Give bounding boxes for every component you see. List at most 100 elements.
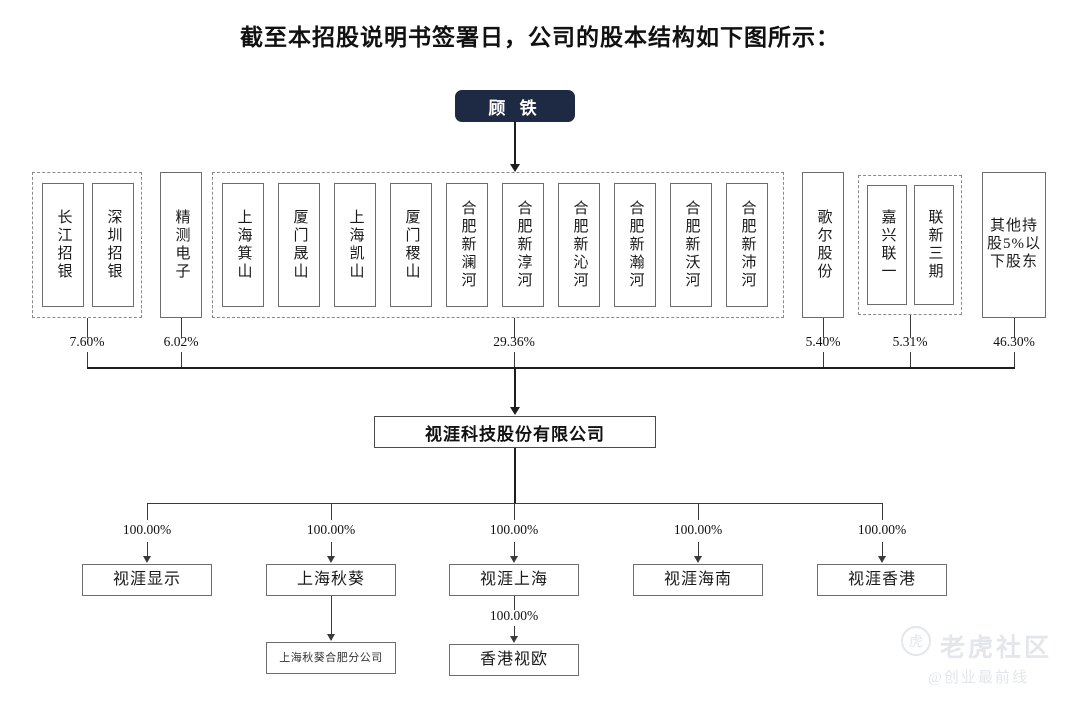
shareholder-box-jiaxing-lianyi[interactable]: 嘉兴联一 (867, 185, 907, 305)
shareholder-label: 合肥新淳河 (515, 200, 532, 290)
shareholder-label: 深圳招银 (105, 209, 122, 281)
shareholder-box-hefei-xinpeihe[interactable]: 合肥新沛河 (726, 183, 768, 307)
drop-second-2 (514, 626, 515, 640)
arrow-sub-1-icon (143, 556, 151, 563)
shareholder-label: 其他持股5%以下股东 (987, 218, 1041, 270)
shareholder-group-lianyi (858, 175, 962, 315)
percent-sub-4: 100.00% (673, 522, 723, 537)
shareholder-box-goertek[interactable]: 歌尔股份 (802, 172, 844, 318)
arrow-second-2-icon (510, 636, 518, 643)
controller-connector (514, 122, 516, 170)
shareholder-box-xiamen-jishan[interactable]: 厦门稷山 (390, 183, 432, 307)
percent-sub-5: 100.00% (857, 522, 907, 537)
shareholder-box-jingce-dianzi[interactable]: 精测电子 (160, 172, 202, 318)
shareholder-box-hefei-xinwohe[interactable]: 合肥新沃河 (670, 183, 712, 307)
shareholder-label: 上海箕山 (235, 209, 252, 281)
drop-others (1014, 352, 1015, 368)
shareholder-box-hefei-xinchunhe[interactable]: 合肥新淳河 (502, 183, 544, 307)
subsidiary-trunk (514, 448, 516, 503)
drop-platforms (514, 352, 515, 368)
controller-node[interactable]: 顾 铁 (455, 90, 575, 122)
percent-platforms: 29.36% (493, 334, 535, 349)
stem-sub-1 (147, 503, 148, 520)
drop-sub-5 (882, 542, 883, 560)
second-level-box-qiukui-hefei-branch[interactable]: 上海秋葵合肥分公司 (266, 642, 396, 674)
arrow-sub-4-icon (694, 556, 702, 563)
drop-sub-3 (514, 542, 515, 560)
subsidiary-box-shiya-shanghai[interactable]: 视涯上海 (449, 564, 579, 596)
shareholder-group-controller-platforms (212, 172, 784, 318)
shareholder-box-hefei-xinlanhe[interactable]: 合肥新澜河 (446, 183, 488, 307)
percent-sub-3: 100.00% (489, 522, 539, 537)
percent-others: 46.30% (993, 334, 1035, 349)
percent-jingce: 6.02% (163, 334, 199, 349)
percent-sub-1: 100.00% (122, 522, 172, 537)
arrow-second-1-icon (327, 634, 335, 641)
percent-sub-2: 100.00% (306, 522, 356, 537)
shareholder-label: 合肥新澜河 (459, 200, 476, 290)
second-level-box-xianggang-shiou[interactable]: 香港视欧 (449, 644, 579, 676)
drop-sub-2 (331, 542, 332, 560)
shareholder-label: 联新三期 (926, 209, 943, 281)
shareholder-box-other-holders[interactable]: 其他持股5%以下股东 (982, 172, 1046, 318)
watermark-brand: 老虎社区 (940, 635, 1053, 662)
stem-jingce (181, 318, 182, 338)
drop-goertek (823, 352, 824, 368)
subsidiary-box-shiya-xianshi[interactable]: 视涯显示 (82, 564, 212, 596)
stem-second-2 (514, 596, 515, 610)
stem-zhaoyin (87, 318, 88, 338)
stem-lianyi (910, 315, 911, 338)
shareholder-box-hefei-xinhanhe[interactable]: 合肥新瀚河 (614, 183, 656, 307)
shareholder-label: 合肥新沁河 (571, 200, 588, 290)
shareholder-box-changjiang-zhaoyin[interactable]: 长江招银 (42, 183, 84, 307)
shareholder-label: 厦门晟山 (291, 209, 308, 281)
watermark-logo-icon: 虎 (901, 626, 931, 656)
stem-sub-5 (882, 503, 883, 520)
issuer-connector (514, 367, 516, 413)
drop-second-1 (331, 596, 332, 640)
stem-sub-3 (514, 503, 515, 520)
issuer-arrow-icon (510, 407, 520, 415)
shareholder-label: 合肥新沃河 (683, 200, 700, 290)
subsidiary-box-shanghai-qiukui[interactable]: 上海秋葵 (266, 564, 396, 596)
shareholder-box-xiamen-shengshan[interactable]: 厦门晟山 (278, 183, 320, 307)
stem-sub-2 (331, 503, 332, 520)
drop-lianyi (910, 352, 911, 368)
shareholder-label: 厦门稷山 (403, 209, 420, 281)
subsidiary-box-shiya-xianggang[interactable]: 视涯香港 (817, 564, 947, 596)
drop-jingce (181, 352, 182, 368)
shareholder-label: 合肥新沛河 (739, 200, 756, 290)
subsidiary-bus-line (147, 503, 883, 504)
arrow-sub-3-icon (510, 556, 518, 563)
percent-second-2: 100.00% (489, 608, 539, 623)
shareholder-label: 精测电子 (173, 209, 190, 281)
shareholder-group-zhaoyin (32, 172, 142, 318)
shareholder-box-hefei-xinqinhe[interactable]: 合肥新沁河 (558, 183, 600, 307)
drop-zhaoyin (87, 352, 88, 368)
page-title: 截至本招股说明书签署日，公司的股本结构如下图所示： (240, 25, 840, 50)
stem-platforms (514, 318, 515, 338)
subsidiary-box-shiya-hainan[interactable]: 视涯海南 (633, 564, 763, 596)
watermark-logo-glyph: 虎 (909, 635, 923, 650)
shareholder-box-shenzhen-zhaoyin[interactable]: 深圳招银 (92, 183, 134, 307)
watermark-handle: @创业最前线 (928, 670, 1029, 686)
stem-others (1014, 318, 1015, 338)
shareholder-box-shanghai-kaishan[interactable]: 上海凯山 (334, 183, 376, 307)
shareholder-label: 长江招银 (55, 209, 72, 281)
percent-goertek: 5.40% (805, 334, 841, 349)
stem-goertek (823, 318, 824, 338)
arrow-sub-5-icon (878, 556, 886, 563)
shareholder-label: 合肥新瀚河 (627, 200, 644, 290)
shareholder-label: 上海凯山 (347, 209, 364, 281)
issuer-node[interactable]: 视涯科技股份有限公司 (374, 416, 656, 448)
shareholder-box-lianxin-sanqi[interactable]: 联新三期 (914, 185, 954, 305)
drop-sub-4 (698, 542, 699, 560)
percent-zhaoyin: 7.60% (69, 334, 105, 349)
percent-lianyi: 5.31% (892, 334, 928, 349)
controller-arrow-icon (510, 164, 520, 172)
shareholder-box-shanghai-jishan[interactable]: 上海箕山 (222, 183, 264, 307)
shareholder-bus-line (87, 367, 1015, 369)
arrow-sub-2-icon (327, 556, 335, 563)
shareholder-label: 歌尔股份 (815, 209, 832, 281)
